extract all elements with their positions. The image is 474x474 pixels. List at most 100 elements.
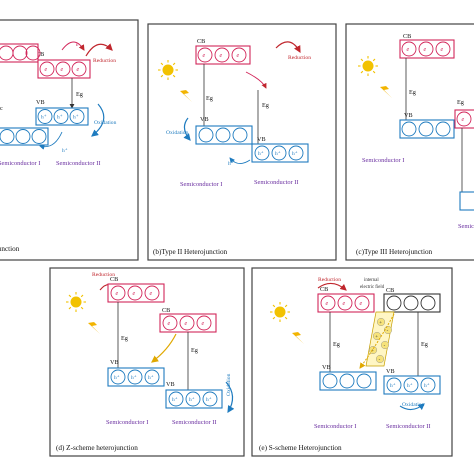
panel-a-semiconductor-1: Semiconductor I xyxy=(0,160,40,167)
panel-e-cb1-band: e e e xyxy=(317,293,375,313)
panel-b-cb-band: e e e xyxy=(195,45,251,65)
panel-b-semiconductor-2: Semiconductor II xyxy=(254,179,299,186)
panel-a-cb-band xyxy=(0,43,41,63)
panel-c-cb-band: e e e xyxy=(399,39,455,59)
panel-a-oxidation-arrow xyxy=(91,103,105,137)
positive-charge-icon: + xyxy=(379,321,382,326)
negative-charge-icon: - xyxy=(384,344,386,349)
panel-e: Reduction internal electric field CB e e… xyxy=(251,267,453,457)
panel-e-border xyxy=(251,267,453,457)
electron-icon: e xyxy=(407,47,410,53)
electron-icon: e xyxy=(220,53,223,59)
panel-d-caption: (d) Z-scheme heterojunction xyxy=(56,444,138,452)
panel-e-cb2-label: CB xyxy=(386,287,394,294)
panel-e-reduction-label: Reduction xyxy=(318,277,341,283)
hole-icon: h⁺ xyxy=(424,382,430,389)
panel-d-vb1-band: h⁺ h⁺ h⁺ xyxy=(107,367,165,387)
hole-icon: h⁺ xyxy=(407,382,413,389)
panel-d-cb-label: CB xyxy=(110,276,118,283)
electron-icon: e xyxy=(343,301,346,307)
hole-icon: h⁺ xyxy=(206,396,212,403)
panel-b-electron-transfer-arrow xyxy=(245,71,267,89)
panel-c-vb1-band xyxy=(399,119,455,139)
panel-d-zscheme-arrow xyxy=(151,333,177,363)
panel-d-border xyxy=(49,267,245,457)
panel-e-recombination-arrow xyxy=(359,313,395,369)
panel-d-semiconductor-1: Semiconductor I xyxy=(106,419,148,426)
panel-c-semiconductor-2: Semiconductor II xyxy=(458,223,474,230)
hole-icon: h⁺ xyxy=(57,114,63,121)
panel-a-cb2-band: e e e xyxy=(37,59,91,79)
electron-icon: e xyxy=(61,67,64,73)
electron-icon: e xyxy=(77,67,80,73)
panel-b-vb2-label: VB xyxy=(257,136,266,143)
panel-a-vb1-band xyxy=(0,127,49,146)
panel-c-eg2-label: Eg xyxy=(457,99,464,106)
panel-e-cb2-band xyxy=(383,293,441,313)
panel-b-hole-transfer-arrow xyxy=(229,157,251,164)
panel-d-oxidation-arrow xyxy=(225,381,235,414)
lightning-icon xyxy=(286,320,304,344)
hole-icon: h⁺ xyxy=(172,396,178,403)
sun-icon xyxy=(158,60,178,80)
hole-icon: h⁺ xyxy=(41,114,47,121)
panel-c-vb-label: VB xyxy=(404,112,413,119)
hole-icon: h⁺ xyxy=(258,150,264,157)
hole-icon: h⁺ xyxy=(114,374,120,381)
panel-d-vb2-label: VB xyxy=(166,381,175,388)
panel-a-vb2-band: h⁺ h⁺ h⁺ xyxy=(35,107,89,126)
panel-b-border xyxy=(147,23,337,261)
panel-b-oxidation-arrow xyxy=(183,117,191,141)
panel-a: CB e e e e Reduction Eg c VB h⁺ xyxy=(0,19,139,261)
panel-a-oxidation-label: Oxidation xyxy=(94,120,117,126)
panel-d-eg1-label: Eg xyxy=(121,335,128,342)
panel-d-cb1-band: e e e xyxy=(107,283,165,303)
lightning-icon xyxy=(82,310,100,334)
panel-d-oxidation-label: Oxidation xyxy=(226,373,232,396)
sun-icon xyxy=(270,302,290,322)
panel-c-semiconductor-1: Semiconductor I xyxy=(362,157,404,164)
panel-b-reduction-label: Reduction xyxy=(288,55,311,61)
panel-b-eg-label: Eg xyxy=(206,95,213,102)
panel-b-cb-label: CB xyxy=(197,38,205,45)
panel-a-border xyxy=(0,19,139,261)
panel-e-vb1-band xyxy=(319,371,377,391)
panel-d-vb1-label: VB xyxy=(110,359,119,366)
panel-e-oxidation-label: Oxidation xyxy=(402,402,425,408)
panel-e-internal-field-line-2: electric field xyxy=(360,285,385,290)
panel-d-cb2-band: e e e xyxy=(159,313,217,333)
panel-b-reduction-arrow xyxy=(275,41,301,54)
panel-d-semiconductor-2: Semiconductor II xyxy=(172,419,217,426)
panel-b-semiconductor-1: Semiconductor I xyxy=(180,181,222,188)
hole-icon: h⁺ xyxy=(148,374,154,381)
lightning-icon xyxy=(374,74,392,98)
negative-charge-icon: - xyxy=(387,329,389,334)
panel-c-vb2-band xyxy=(459,191,474,211)
electron-icon: e xyxy=(168,321,171,327)
panel-b-oxidation-label: Oxidation xyxy=(166,130,189,136)
negative-charge-icon: - xyxy=(379,358,381,363)
positive-charge-icon: + xyxy=(371,349,374,354)
panel-b-caption: (b)Type II Heterojunction xyxy=(153,248,228,256)
sun-icon xyxy=(358,56,378,76)
electron-icon: e xyxy=(462,117,465,123)
panel-e-vb2-label: VB xyxy=(386,368,395,375)
panel-b-eg2-label: Eg xyxy=(262,102,269,109)
hole-icon: h⁺ xyxy=(189,396,195,403)
panel-b-vb2-band: h⁺ h⁺ h⁺ xyxy=(251,143,309,163)
panel-a-hole-arrow xyxy=(39,131,63,150)
hole-icon: h⁺ xyxy=(73,114,79,121)
panel-e-oxidation-arrow xyxy=(399,403,425,411)
panel-e-eg2-label: Eg xyxy=(421,341,428,348)
panel-b: CB e e e Reduction Eg VB xyxy=(147,23,337,261)
electron-icon: e xyxy=(441,47,444,53)
electron-icon: e xyxy=(203,53,206,59)
panel-b-hole-label: h⁺ xyxy=(228,160,234,167)
hole-icon: h⁺ xyxy=(275,150,281,157)
electron-icon: e xyxy=(326,301,329,307)
positive-charge-icon: + xyxy=(375,335,378,340)
panel-b-vb-label: VB xyxy=(200,116,209,123)
panel-c-caption: (c)Type III Heterojunction xyxy=(356,248,433,256)
panel-e-semiconductor-2: Semiconductor II xyxy=(386,423,431,430)
